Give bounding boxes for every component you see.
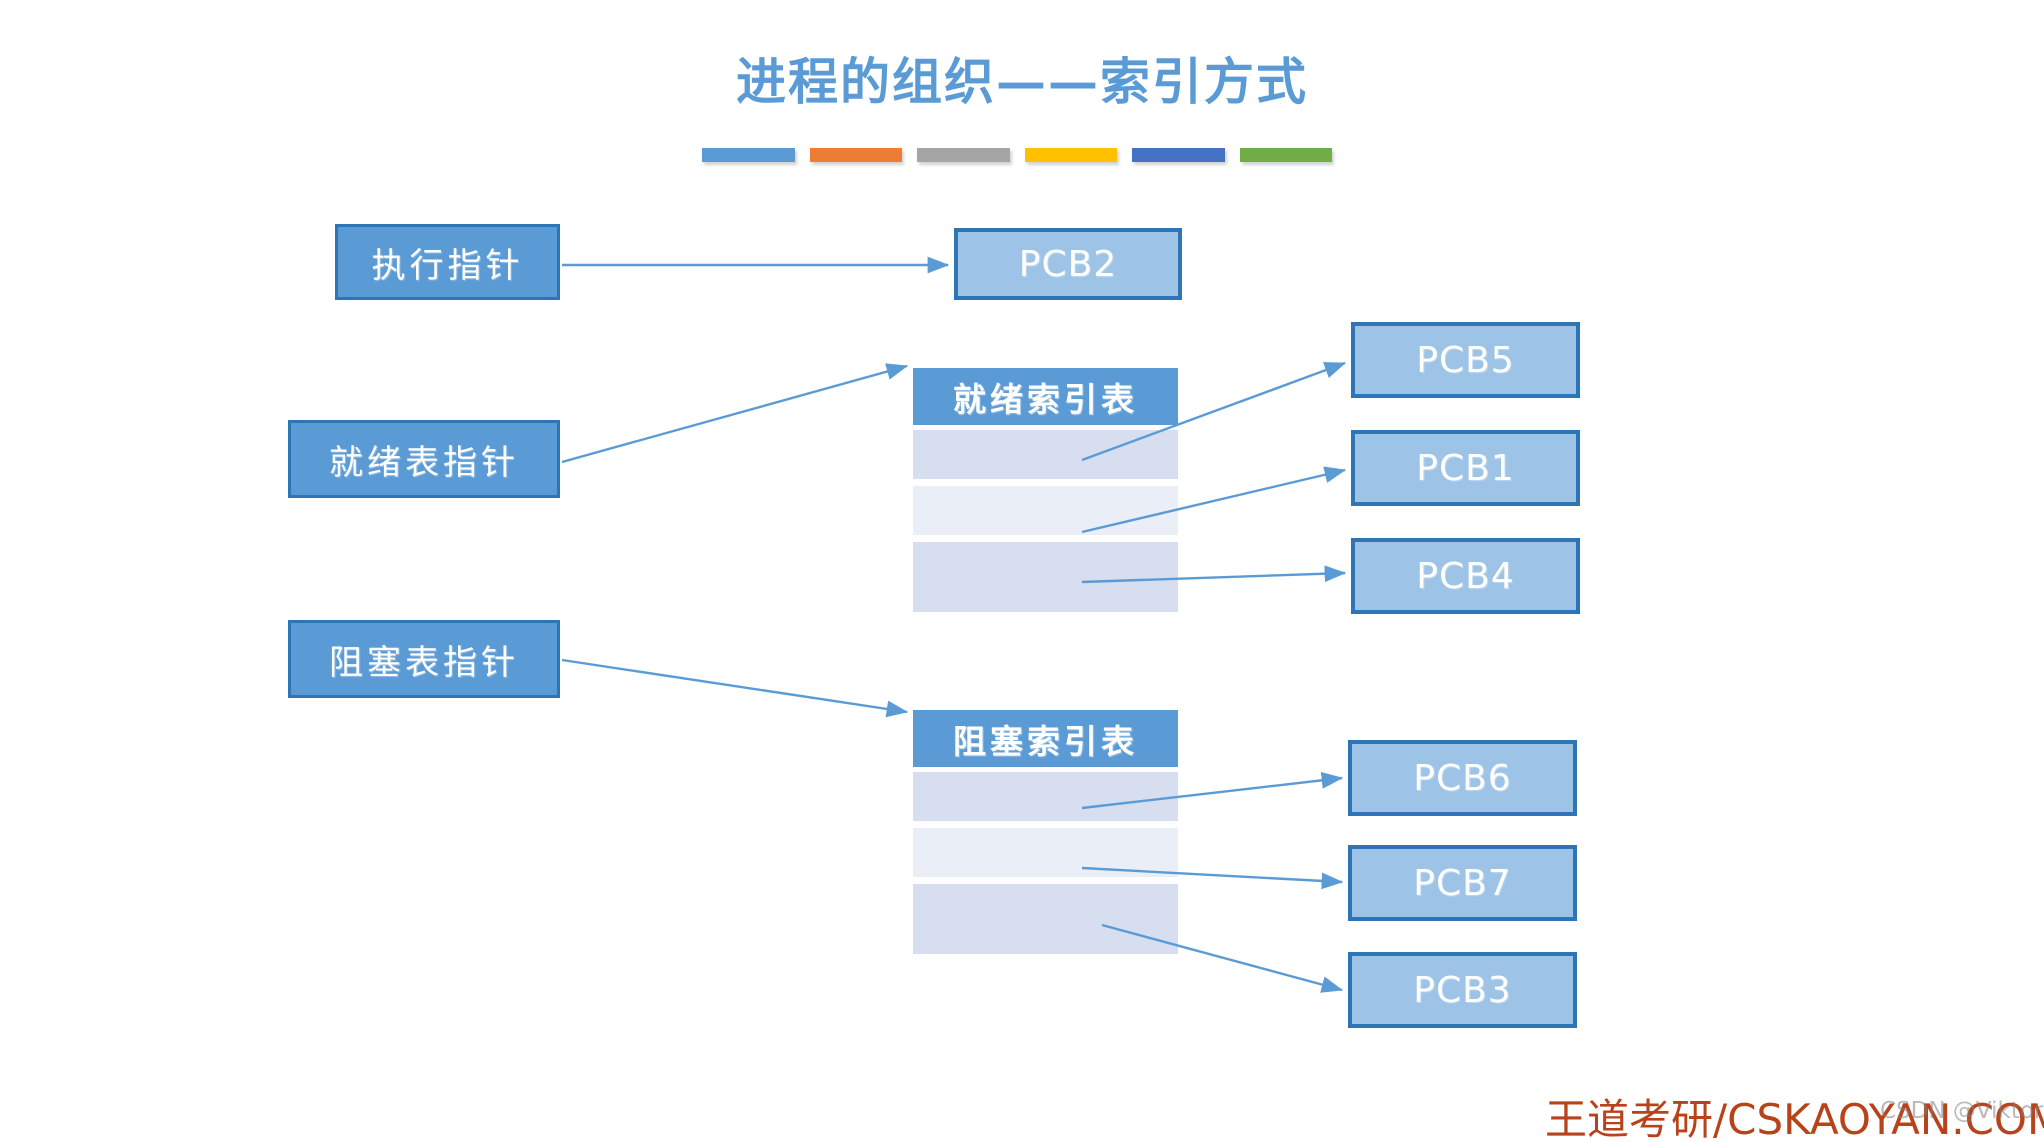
- ready-pointer-label: 就绪表指针: [329, 442, 519, 483]
- pcb-label-pcb5: PCB5: [1416, 339, 1515, 381]
- pcb-label-pcb7: PCB7: [1413, 862, 1512, 904]
- ready-index-table-row-3[interactable]: [913, 542, 1178, 612]
- pcb-box-pcb3[interactable]: PCB3: [1348, 952, 1577, 1028]
- blocked-pointer-label: 阻塞表指针: [329, 642, 519, 683]
- page-title: 进程的组织——索引方式: [736, 52, 1308, 111]
- pcb-box-pcb6[interactable]: PCB6: [1348, 740, 1577, 816]
- blocked-index-table-row-3[interactable]: [913, 884, 1178, 954]
- footer-watermark-text: CSDN @Viktoriae: [1880, 1098, 2044, 1124]
- pcb-label-pcb1: PCB1: [1416, 447, 1515, 489]
- ready-index-table-row-2[interactable]: [913, 486, 1178, 535]
- ready-index-table-header: 就绪索引表: [913, 368, 1178, 425]
- accent-bar-blue-light: [702, 148, 795, 162]
- blocked-pointer-box[interactable]: 阻塞表指针: [288, 620, 560, 698]
- ready-index-table[interactable]: 就绪索引表: [913, 368, 1178, 612]
- accent-bar-group: [702, 148, 1332, 162]
- accent-bar-green: [1239, 148, 1332, 162]
- accent-bar-blue-dark: [1132, 148, 1225, 162]
- exec-pointer-label: 执行指针: [371, 245, 524, 286]
- blocked-index-table-header: 阻塞索引表: [913, 710, 1178, 767]
- pcb-box-pcb2[interactable]: PCB2: [954, 228, 1182, 300]
- pcb-box-pcb5[interactable]: PCB5: [1351, 322, 1580, 398]
- accent-bar-orange: [809, 148, 902, 162]
- pcb-box-pcb4[interactable]: PCB4: [1351, 538, 1580, 614]
- pcb-label-pcb3: PCB3: [1413, 969, 1512, 1011]
- ready-index-table-row-1[interactable]: [913, 430, 1178, 479]
- exec-pointer-box[interactable]: 执行指针: [335, 224, 560, 300]
- pcb-box-pcb7[interactable]: PCB7: [1348, 845, 1577, 921]
- blocked-index-table[interactable]: 阻塞索引表: [913, 710, 1178, 954]
- pcb-label-pcb6: PCB6: [1413, 757, 1512, 799]
- pcb-box-pcb1[interactable]: PCB1: [1351, 430, 1580, 506]
- arrow-blocked-pointer-to-blocked-table: [561, 658, 909, 718]
- pcb-label-pcb4: PCB4: [1416, 555, 1515, 597]
- accent-bar-yellow: [1024, 148, 1117, 162]
- ready-pointer-box[interactable]: 就绪表指针: [288, 420, 560, 498]
- blocked-index-table-row-2[interactable]: [913, 828, 1178, 877]
- pcb-label-pcb2: PCB2: [1018, 243, 1118, 285]
- footer-brand-text: 王道考研/CSKAOYAN.COM: [1545, 1095, 2044, 1142]
- arrow-ready-pointer-to-ready-table: [561, 363, 909, 464]
- accent-bar-gray: [917, 148, 1010, 162]
- blocked-index-table-row-1[interactable]: [913, 772, 1178, 821]
